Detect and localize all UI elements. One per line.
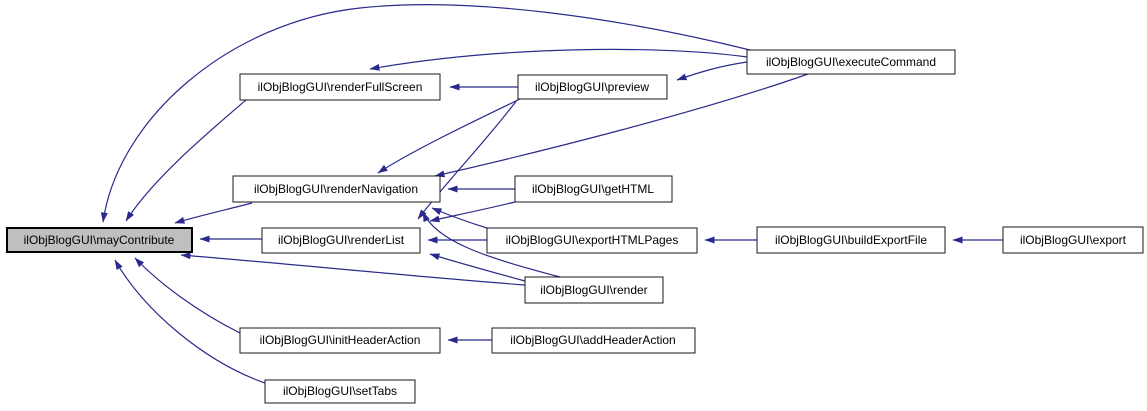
edge-renderFullScreen-mayContribute <box>125 99 247 222</box>
edge-getHTML-renderList <box>429 201 516 223</box>
node-renderNavigation[interactable]: ilObjBlogGUI\renderNavigation <box>232 175 441 203</box>
edge-executeCommand-renderFullScreen <box>369 48 748 71</box>
node-getHTML-label: ilObjBlogGUI\getHTML <box>532 182 654 196</box>
node-buildExportFile[interactable]: ilObjBlogGUI\buildExportFile <box>756 226 946 254</box>
node-executeCommand[interactable]: ilObjBlogGUI\executeCommand <box>746 49 956 75</box>
node-export[interactable]: ilObjBlogGUI\export <box>1002 226 1144 254</box>
node-export-label: ilObjBlogGUI\export <box>1020 233 1127 247</box>
nodes: ilObjBlogGUI\mayContribute ilObjBlogGUI\… <box>6 49 1144 404</box>
node-renderFullScreen-label: ilObjBlogGUI\renderFullScreen <box>258 80 423 94</box>
edges <box>100 4 1003 384</box>
node-buildExportFile-label: ilObjBlogGUI\buildExportFile <box>775 233 927 247</box>
node-renderList[interactable]: ilObjBlogGUI\renderList <box>261 227 421 254</box>
node-render-label: ilObjBlogGUI\render <box>540 283 647 297</box>
edge-render-renderNavigation <box>422 211 561 278</box>
node-executeCommand-label: ilObjBlogGUI\executeCommand <box>766 55 936 69</box>
edge-setTabs-mayContribute <box>114 259 266 384</box>
node-preview[interactable]: ilObjBlogGUI\preview <box>517 74 668 100</box>
node-mayContribute[interactable]: ilObjBlogGUI\mayContribute <box>6 227 193 253</box>
edge-executeCommand-mayContribute <box>100 4 751 223</box>
node-addHeaderAction-label: ilObjBlogGUI\addHeaderAction <box>510 333 675 347</box>
node-render[interactable]: ilObjBlogGUI\render <box>524 276 664 304</box>
node-getHTML[interactable]: ilObjBlogGUI\getHTML <box>514 175 673 203</box>
edge-renderNavigation-mayContribute <box>174 202 253 224</box>
node-exportHTMLPages-label: ilObjBlogGUI\exportHTMLPages <box>506 233 679 247</box>
node-renderList-label: ilObjBlogGUI\renderList <box>278 233 405 247</box>
node-setTabs-label: ilObjBlogGUI\setTabs <box>283 384 397 398</box>
node-preview-label: ilObjBlogGUI\preview <box>535 80 649 94</box>
node-mayContribute-label: ilObjBlogGUI\mayContribute <box>24 233 175 247</box>
node-exportHTMLPages[interactable]: ilObjBlogGUI\exportHTMLPages <box>486 227 698 254</box>
node-renderFullScreen[interactable]: ilObjBlogGUI\renderFullScreen <box>239 73 441 101</box>
edge-preview-renderList <box>417 99 518 220</box>
node-initHeaderAction[interactable]: ilObjBlogGUI\initHeaderAction <box>239 327 441 354</box>
edge-exportHTMLPages-renderNavigation <box>431 207 488 229</box>
edge-render-mayContribute <box>180 252 526 286</box>
edge-initHeaderAction-mayContribute <box>134 257 241 334</box>
edge-executeCommand-renderNavigation <box>434 73 809 178</box>
node-addHeaderAction[interactable]: ilObjBlogGUI\addHeaderAction <box>491 327 696 354</box>
node-setTabs[interactable]: ilObjBlogGUI\setTabs <box>264 379 416 404</box>
edge-executeCommand-preview <box>676 61 748 81</box>
node-renderNavigation-label: ilObjBlogGUI\renderNavigation <box>254 182 418 196</box>
edge-render-renderList <box>429 253 526 282</box>
node-initHeaderAction-label: ilObjBlogGUI\initHeaderAction <box>260 333 421 347</box>
edge-preview-renderNavigation <box>377 98 521 174</box>
